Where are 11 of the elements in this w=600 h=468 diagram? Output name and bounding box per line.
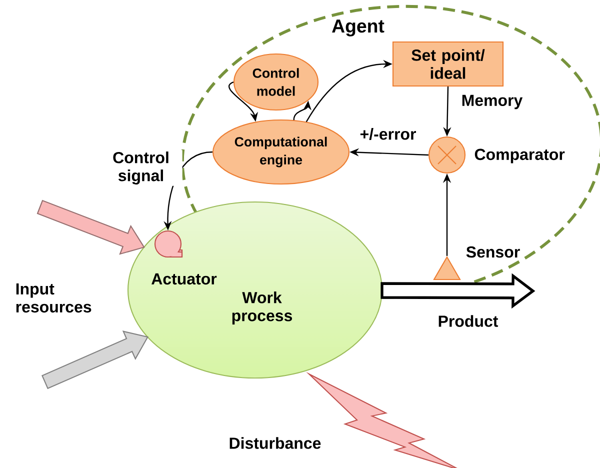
block-arrow xyxy=(36,200,145,255)
edge-label: Product xyxy=(436,314,500,328)
memory-box: Set point/ ideal xyxy=(392,41,504,87)
edge-label: Control signal xyxy=(100,150,182,186)
block-arrow xyxy=(380,273,536,309)
comparator-label: Comparator xyxy=(474,148,565,164)
edge-label: +/-error xyxy=(358,126,418,142)
memory-label: Memory xyxy=(462,94,523,110)
sensor-label: Sensor xyxy=(466,246,520,258)
disturbance-label: Disturbance xyxy=(230,437,321,449)
input-label: Input resources xyxy=(16,283,92,313)
